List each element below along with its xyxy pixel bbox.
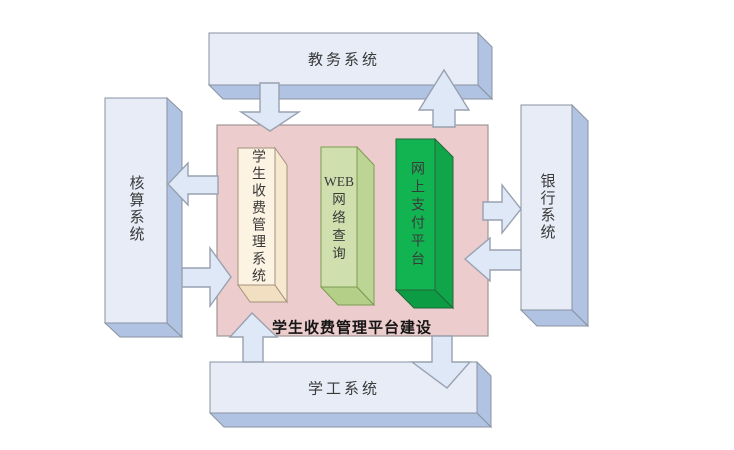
- pillar-web-query-line: 络: [332, 210, 346, 225]
- bank-system-box: [519, 103, 590, 328]
- right-system-label: 银行系统: [538, 173, 555, 241]
- arrow-right-out-icon: [463, 236, 522, 283]
- arrow-bottom-up-icon: [228, 311, 279, 363]
- pillar2-right-face: [356, 145, 375, 307]
- pillar-student-fee-management: [237, 146, 288, 304]
- top-box-front-face: [208, 32, 479, 86]
- arrow-left-in-icon: [181, 245, 232, 309]
- pillar-web-query-line: 查: [332, 228, 346, 243]
- pillar-student-fee-label: 学生收费管理系统: [250, 149, 265, 285]
- left-system-label: 核算系统: [127, 175, 144, 243]
- pillar-web-query-line: 询: [332, 246, 346, 261]
- pillar1-front-face: [237, 147, 276, 286]
- arrow-right-in-icon: [482, 182, 522, 236]
- arrow-left-out-icon: [167, 161, 219, 207]
- arrow-top-up-icon: [417, 68, 471, 128]
- right-box-right-face: [571, 103, 589, 328]
- platform-title: 学生收费管理平台建设: [271, 320, 433, 337]
- pillar3-front-face: [395, 138, 436, 291]
- pillar3-right-face: [434, 137, 454, 310]
- student-affairs-system-box: [208, 360, 493, 429]
- pillar-web-query: [319, 145, 376, 307]
- bottom-box-front-face: [209, 361, 478, 414]
- right-box-front-face: [520, 104, 573, 311]
- pillar-web-query-line: WEB: [324, 174, 354, 189]
- pillar-online-payment: [394, 137, 455, 310]
- pillar2-front-face: [320, 146, 358, 288]
- left-box-front-face: [104, 97, 168, 324]
- pillar-web-query-line: 网: [332, 192, 346, 207]
- accounting-system-box: [103, 96, 184, 339]
- academic-affairs-system-box: [207, 31, 494, 101]
- bottom-box-bottom-face: [208, 412, 493, 428]
- arrow-top-down-icon: [238, 82, 302, 132]
- bottom-system-label: 学工系统: [307, 381, 381, 398]
- arrow-bottom-down-icon: [409, 335, 472, 389]
- pillar-online-payment-label: 网上支付平台: [409, 161, 424, 269]
- left-box-right-face: [166, 96, 183, 339]
- top-system-label: 教务系统: [307, 52, 381, 69]
- pillar1-right-face: [274, 146, 288, 304]
- pillar-web-query-label: WEB 网 络 查 询: [324, 173, 354, 263]
